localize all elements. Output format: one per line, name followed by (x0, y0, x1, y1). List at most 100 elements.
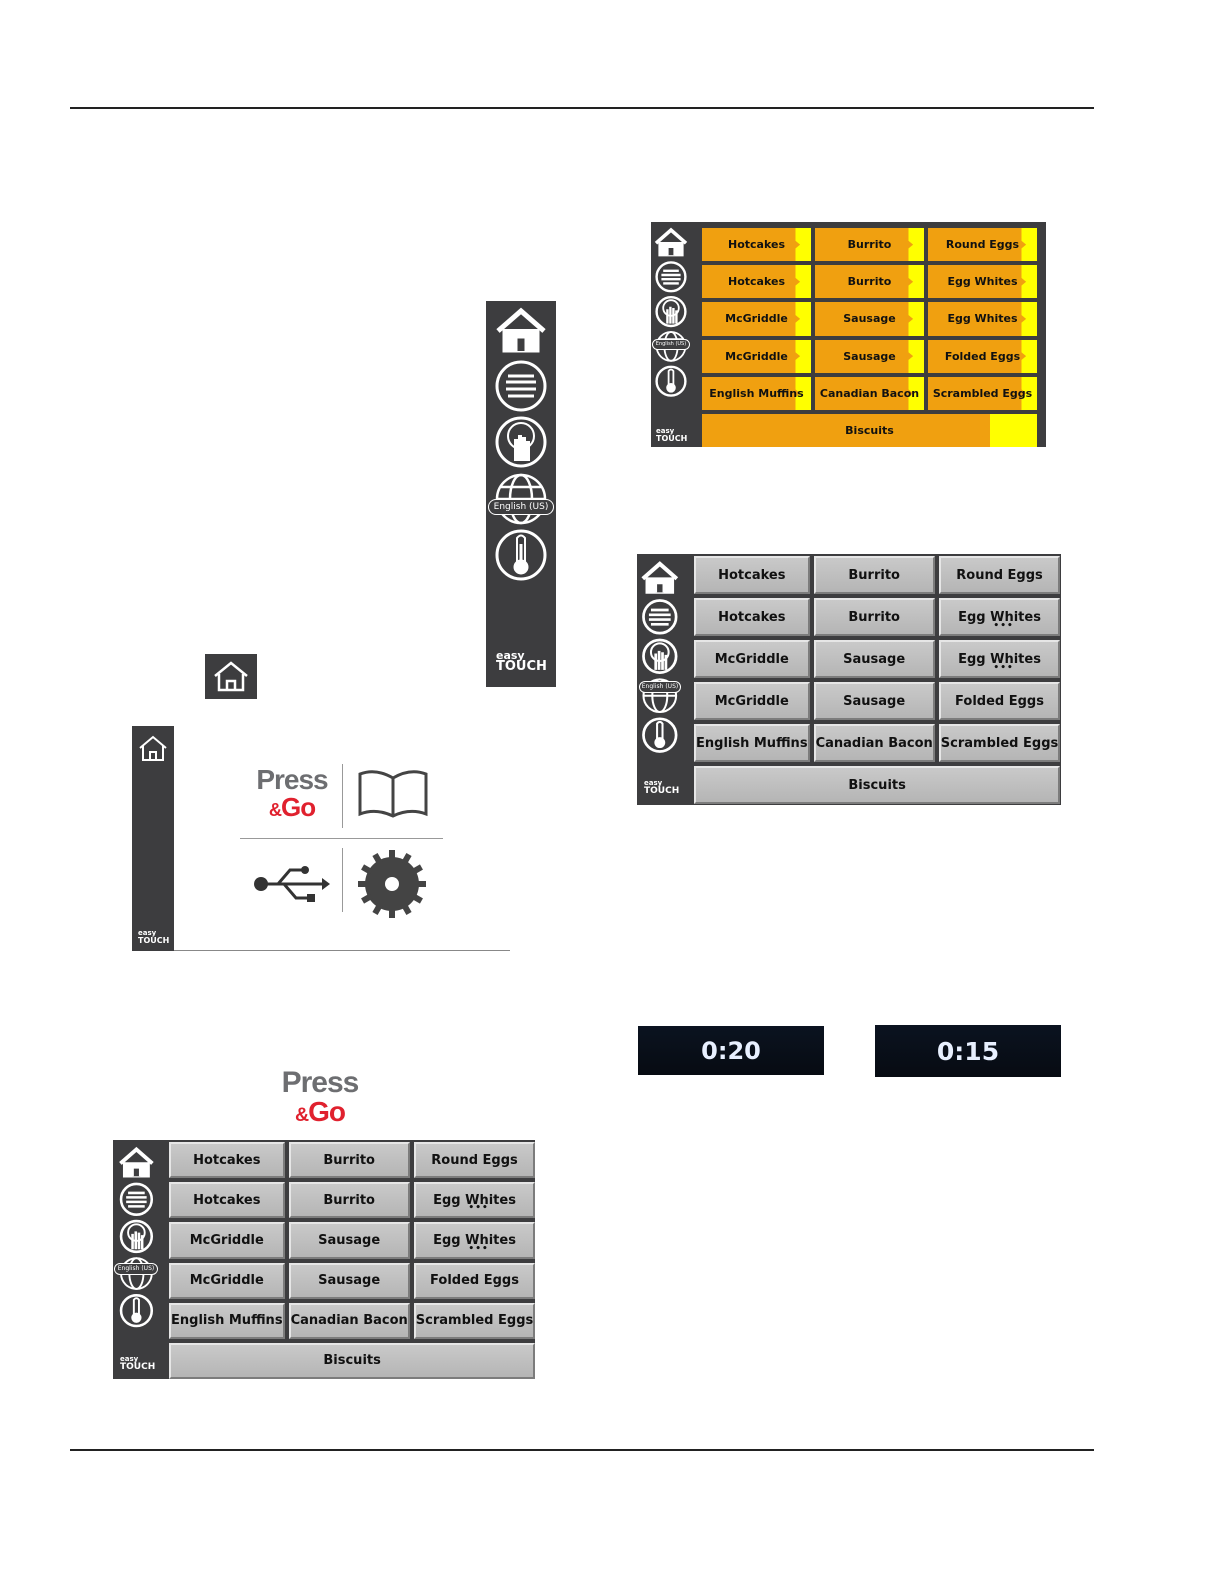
product-button-full-row[interactable]: Biscuits (169, 1342, 536, 1379)
product-button[interactable]: Burrito (813, 598, 935, 636)
thermometer-icon[interactable] (655, 365, 687, 398)
product-button[interactable]: Canadian Bacon (815, 376, 924, 411)
top-rule (70, 107, 1094, 109)
product-button[interactable]: English Muffins (694, 724, 810, 762)
home-icon[interactable] (139, 735, 167, 761)
hand-touch-icon[interactable] (495, 416, 547, 468)
thermometer-icon[interactable] (119, 1293, 153, 1327)
brand-touch: TOUCH (644, 785, 680, 796)
product-button-label: Canadian Bacon (819, 386, 920, 400)
press-go-go: Go (281, 792, 316, 822)
product-button[interactable]: Sausage (288, 1222, 410, 1259)
language-badge[interactable]: English (US) (488, 499, 554, 515)
product-button[interactable]: Burrito (813, 556, 935, 594)
product-button-full-row[interactable]: Biscuits (694, 766, 1061, 804)
product-button[interactable]: Hotcakes (694, 598, 810, 636)
product-button[interactable]: Round Eggs (413, 1142, 536, 1179)
home-icon (214, 661, 248, 692)
product-button[interactable]: Canadian Bacon (288, 1302, 410, 1339)
easy-touch-logo: easy TOUCH (120, 1356, 155, 1371)
product-button[interactable]: Egg Whites••• (413, 1182, 536, 1219)
product-button[interactable]: Scrambled Eggs (938, 724, 1061, 762)
product-button[interactable]: Sausage (815, 302, 924, 336)
product-arrow-shape (893, 228, 914, 262)
product-button[interactable]: McGriddle (169, 1262, 285, 1299)
product-button[interactable]: Sausage (813, 640, 935, 678)
product-button[interactable]: Folded Eggs (938, 682, 1061, 720)
product-button-label: Sausage (843, 693, 906, 709)
home-icon[interactable] (118, 1146, 154, 1178)
home-icon[interactable] (654, 227, 688, 257)
home-icon[interactable] (641, 560, 679, 594)
product-button-label: Biscuits (848, 777, 906, 793)
language-badge[interactable]: English (US) (114, 1263, 158, 1275)
hand-touch-icon[interactable] (642, 638, 678, 674)
product-button[interactable]: Burrito (815, 228, 924, 262)
menu-lines-icon[interactable] (119, 1182, 153, 1216)
product-button[interactable]: Hotcakes (694, 556, 810, 594)
product-button[interactable]: Sausage (815, 339, 924, 373)
product-button-label: Hotcakes (193, 1192, 261, 1208)
menu-lines-icon[interactable] (655, 261, 687, 293)
product-button[interactable]: Folded Eggs (413, 1262, 536, 1299)
product-button[interactable]: Round Eggs (928, 228, 1037, 262)
thermometer-icon[interactable] (642, 717, 678, 753)
product-button-label: Hotcakes (718, 609, 786, 625)
menu-lines-icon[interactable] (642, 598, 678, 635)
product-button-full-row[interactable]: Biscuits (702, 413, 1037, 448)
product-button[interactable]: Hotcakes (702, 228, 811, 262)
language-badge[interactable]: English (US) (652, 339, 690, 350)
product-button-label: Biscuits (323, 1353, 381, 1369)
product-button[interactable]: McGriddle (702, 339, 811, 373)
hand-touch-icon[interactable] (119, 1219, 153, 1253)
product-button[interactable]: Burrito (288, 1182, 410, 1219)
product-button[interactable]: Folded Eggs (928, 339, 1037, 373)
product-button-label: Sausage (843, 312, 896, 326)
easy-touch-logo: easy TOUCH (138, 930, 169, 944)
product-button[interactable]: McGriddle (694, 640, 810, 678)
product-button[interactable]: Hotcakes (169, 1182, 285, 1219)
product-button[interactable]: Hotcakes (702, 265, 811, 299)
product-button[interactable]: Scrambled Eggs (413, 1302, 536, 1339)
product-button-label: Egg Whites (958, 609, 1041, 625)
thermometer-icon[interactable] (495, 529, 547, 581)
product-button-label: Hotcakes (728, 275, 785, 289)
book-icon[interactable] (356, 766, 430, 820)
product-button-label: McGriddle (189, 1273, 264, 1289)
product-button-label: Round Eggs (431, 1152, 518, 1168)
hand-touch-icon[interactable] (655, 296, 687, 328)
press-go-press: Press (256, 764, 328, 795)
product-button[interactable]: Burrito (288, 1142, 410, 1179)
product-button[interactable]: Egg Whites••• (938, 640, 1061, 678)
product-button[interactable]: Egg Whites••• (938, 598, 1061, 636)
gear-icon[interactable] (358, 850, 426, 918)
product-button[interactable]: Egg Whites••• (413, 1222, 536, 1259)
product-button-label: Egg Whites (433, 1192, 516, 1208)
product-button[interactable]: Round Eggs (938, 556, 1061, 594)
product-button[interactable]: Burrito (815, 265, 924, 299)
product-button[interactable]: McGriddle (702, 302, 811, 336)
menu-lines-icon[interactable] (495, 360, 547, 412)
product-button[interactable]: McGriddle (169, 1222, 285, 1259)
product-button-label: Sausage (843, 651, 906, 667)
product-button[interactable]: Egg Whites (928, 265, 1037, 299)
press-go-button[interactable]: Press &Go (248, 766, 336, 826)
home-icon[interactable] (496, 307, 546, 353)
home-button[interactable] (205, 654, 257, 699)
product-button[interactable]: English Muffins (169, 1302, 285, 1339)
product-button[interactable]: Sausage (288, 1262, 410, 1299)
product-button[interactable]: Hotcakes (169, 1142, 285, 1179)
product-button[interactable]: Sausage (813, 682, 935, 720)
product-button[interactable]: Egg Whites (928, 302, 1037, 336)
menu-screen-sidebar: easy TOUCH (132, 726, 174, 951)
product-button[interactable]: Canadian Bacon (813, 724, 935, 762)
product-button-label: Biscuits (845, 423, 894, 437)
product-button[interactable]: English Muffins (702, 376, 811, 411)
product-button[interactable]: Scrambled Eggs (928, 376, 1037, 411)
product-button-label: Scrambled Eggs (415, 1313, 534, 1329)
timer-display-2: 0:15 (875, 1025, 1061, 1077)
language-badge[interactable]: English (US) (639, 681, 681, 693)
usb-icon[interactable] (252, 862, 332, 906)
product-button[interactable]: McGriddle (694, 682, 810, 720)
